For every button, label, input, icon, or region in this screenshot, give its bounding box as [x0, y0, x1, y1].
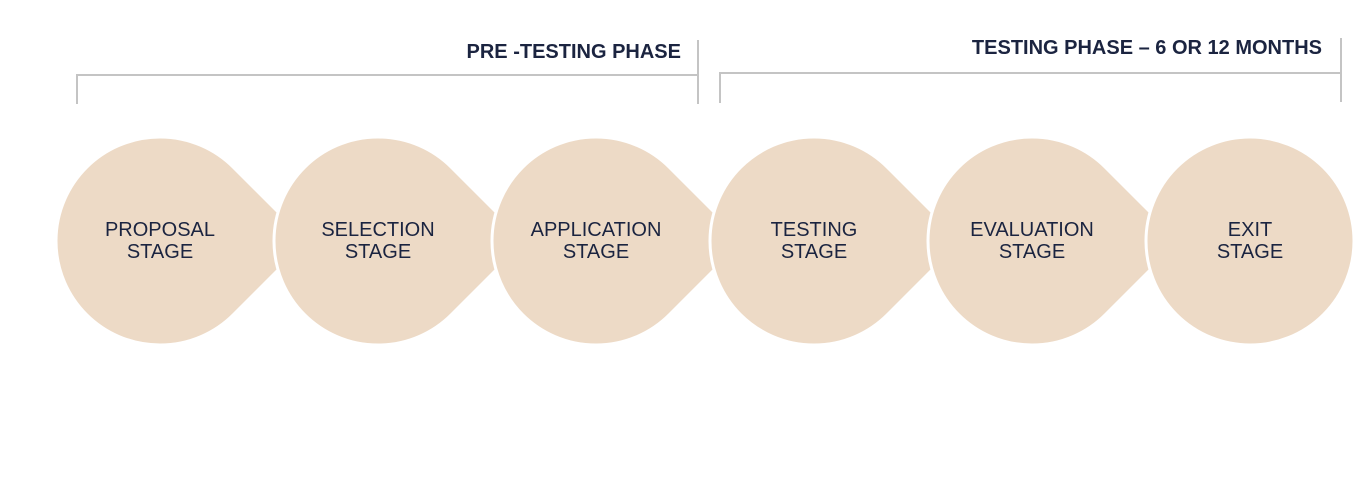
stage-label-testing-line2: STAGE: [781, 241, 847, 263]
phase-title-testing: TESTING PHASE – 6 OR 12 MONTHS: [972, 37, 1322, 59]
stage-label-selection-line1: SELECTION: [321, 219, 434, 241]
stage-label-exit-line1: EXIT: [1228, 219, 1272, 241]
stage-label-proposal-line1: PROPOSAL: [105, 219, 215, 241]
stage-label-testing-line1: TESTING: [771, 219, 858, 241]
stage-shape-proposal: [54, 135, 310, 347]
stage-label-evaluation-line1: EVALUATION: [970, 219, 1094, 241]
stage-label-exit-line2: STAGE: [1217, 241, 1283, 263]
stage-shape-testing: [708, 135, 964, 347]
stage-shape-evaluation: [926, 135, 1182, 347]
stage-shapes: [54, 135, 1356, 347]
stage-label-application-line2: STAGE: [563, 241, 629, 263]
stage-label-proposal-line2: STAGE: [127, 241, 193, 263]
stage-label-evaluation-line2: STAGE: [999, 241, 1065, 263]
stage-labels: PROPOSAL STAGE SELECTION STAGE APPLICATI…: [105, 219, 1283, 263]
stage-shape-application: [490, 135, 746, 347]
phase-title-pre-testing: PRE -TESTING PHASE: [467, 41, 681, 63]
stage-shape-exit: [1144, 135, 1356, 347]
phase-bracket-pre-testing: [76, 40, 699, 104]
stage-label-selection-line2: STAGE: [345, 241, 411, 263]
phase-bracket-testing: [719, 38, 1342, 103]
stage-shape-selection: [272, 135, 528, 347]
stage-label-application-line1: APPLICATION: [531, 219, 662, 241]
